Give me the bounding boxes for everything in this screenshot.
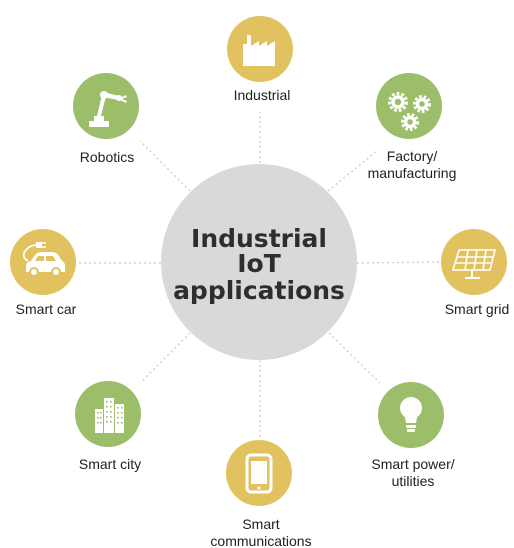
connector-smart-city (139, 332, 191, 384)
node-smart-communications-label-2: communications (210, 533, 311, 548)
node-industrial: Industrial (227, 16, 293, 103)
gears-icon (388, 92, 431, 131)
node-smart-power-utilities-label-1: Smart power/ (371, 456, 454, 472)
node-smart-grid-label-1: Smart grid (445, 301, 510, 317)
node-factory-manufacturing-circle (376, 73, 442, 139)
connector-lines (78, 112, 441, 440)
connector-smart-grid (356, 261, 441, 264)
node-factory-manufacturing-label-2: manufacturing (368, 165, 457, 181)
node-smart-city: Smart city (75, 381, 141, 472)
node-smart-car-label-1: Smart car (16, 301, 77, 317)
node-robotics-label-1: Robotics (80, 149, 134, 165)
electric-car-icon (22, 242, 65, 277)
node-robotics: Robotics (73, 73, 139, 165)
factory-icon (243, 35, 275, 66)
node-robotics-circle (73, 73, 139, 139)
node-industrial-label-1: Industrial (234, 87, 291, 103)
node-smart-grid-circle (441, 229, 507, 295)
node-smart-grid: Smart grid (441, 229, 509, 317)
smartphone-icon (245, 453, 273, 494)
robot-arm-icon (89, 91, 127, 127)
city-buildings-icon (95, 398, 124, 433)
center-circle (161, 164, 357, 360)
node-smart-power-utilities: Smart power/ utilities (371, 382, 455, 489)
node-factory-manufacturing-label-1: Factory/ (387, 148, 438, 164)
center-title-line-3: applications (173, 276, 345, 305)
connector-smart-power-utilities (328, 332, 381, 384)
node-smart-city-label-1: Smart city (79, 456, 141, 472)
node-smart-communications-label-1: Smart (242, 516, 279, 532)
node-smart-communications: Smart communications (210, 440, 312, 548)
node-factory-manufacturing: Factory/ manufacturing (368, 73, 457, 181)
solar-panel-icon (451, 249, 497, 279)
connector-robotics (139, 140, 191, 192)
center-hub: Industrial IoT applications (161, 164, 357, 360)
node-smart-car: Smart car (10, 229, 77, 317)
center-title-line-1: Industrial (191, 224, 327, 253)
connector-factory-manufacturing (327, 149, 379, 192)
node-smart-power-utilities-label-2: utilities (392, 473, 435, 489)
lightbulb-icon (400, 397, 422, 432)
center-title-line-2: IoT (237, 249, 281, 278)
